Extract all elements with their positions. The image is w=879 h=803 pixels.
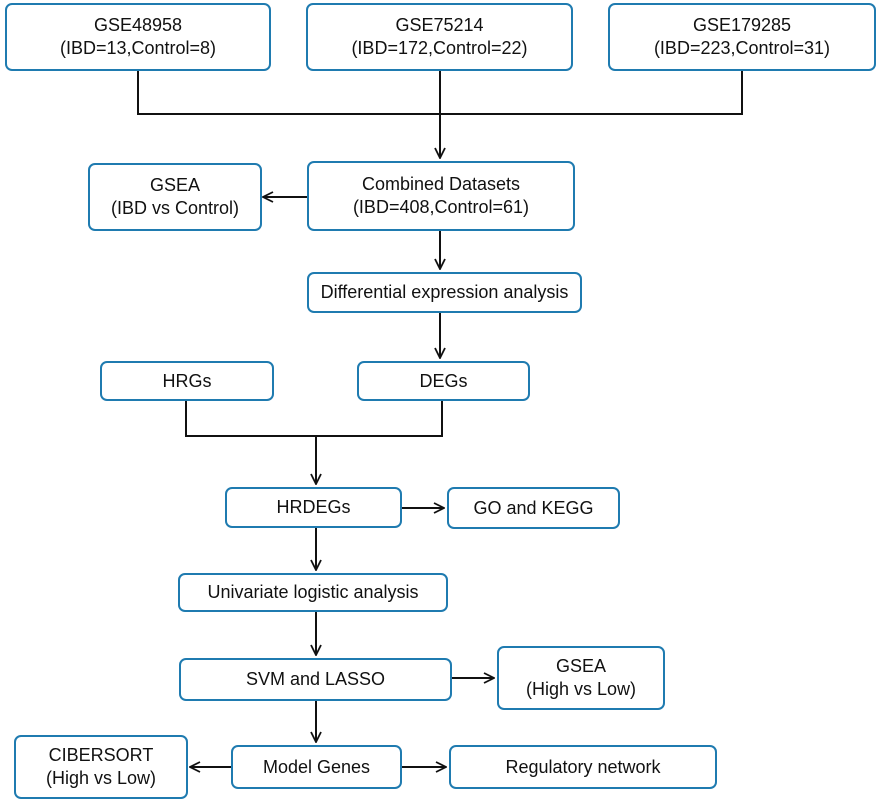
node-gse75214-title: GSE75214 — [395, 15, 484, 35]
node-go-and-kegg: GO and KEGG — [447, 487, 620, 529]
node-differential-expression-analysis: Differential expression analysis — [307, 272, 582, 313]
node-gse75214-counts: (IBD=172,Control=22) — [351, 38, 528, 58]
node-gsea-ibd-subtitle: (IBD vs Control) — [110, 198, 240, 218]
node-dea-label: Differential expression analysis — [320, 282, 569, 302]
node-hrdegs-label: HRDEGs — [276, 497, 351, 517]
node-univariate-logistic-analysis: Univariate logistic analysis — [178, 573, 448, 612]
node-gse179285: GSE179285 (IBD=223,Control=31) — [608, 3, 876, 71]
node-hrgs: HRGs — [100, 361, 274, 401]
node-model-genes-label: Model Genes — [262, 756, 371, 777]
connector-hrgs-degs-merge — [185, 401, 443, 437]
node-cibersort-title: CIBERSORT — [48, 745, 154, 765]
node-degs-label: DEGs — [419, 370, 468, 391]
node-gsea-ibd-title: GSEA — [149, 175, 201, 195]
node-regulatory-network: Regulatory network — [449, 745, 717, 789]
node-svm-lasso-label: SVM and LASSO — [245, 669, 386, 689]
node-gse179285-title: GSE179285 — [692, 15, 792, 35]
node-combined-counts: (IBD=408,Control=61) — [352, 197, 530, 217]
node-svm-and-lasso: SVM and LASSO — [179, 658, 452, 701]
node-gsea-hl-subtitle: (High vs Low) — [525, 679, 637, 699]
node-gse75214: GSE75214 (IBD=172,Control=22) — [306, 3, 573, 71]
node-hrgs-label: HRGs — [162, 370, 212, 391]
node-gse179285-counts: (IBD=223,Control=31) — [653, 38, 831, 58]
node-model-genes: Model Genes — [231, 745, 402, 789]
node-cibersort-subtitle: (High vs Low) — [45, 768, 157, 788]
node-gsea-hl-title: GSEA — [555, 656, 607, 676]
node-combined-title: Combined Datasets — [361, 174, 521, 194]
node-combined-datasets: Combined Datasets (IBD=408,Control=61) — [307, 161, 575, 231]
node-gse48958: GSE48958 (IBD=13,Control=8) — [5, 3, 271, 71]
node-cibersort: CIBERSORT (High vs Low) — [14, 735, 188, 799]
node-gsea-ibd-vs-control: GSEA (IBD vs Control) — [88, 163, 262, 231]
node-gse48958-counts: (IBD=13,Control=8) — [59, 38, 217, 58]
node-gsea-high-vs-low: GSEA (High vs Low) — [497, 646, 665, 710]
node-go-kegg-label: GO and KEGG — [473, 497, 594, 518]
node-univariate-label: Univariate logistic analysis — [207, 582, 419, 602]
node-gse48958-title: GSE48958 — [93, 15, 183, 35]
node-degs: DEGs — [357, 361, 530, 401]
node-regulatory-label: Regulatory network — [505, 756, 661, 777]
node-hrdegs: HRDEGs — [225, 487, 402, 528]
